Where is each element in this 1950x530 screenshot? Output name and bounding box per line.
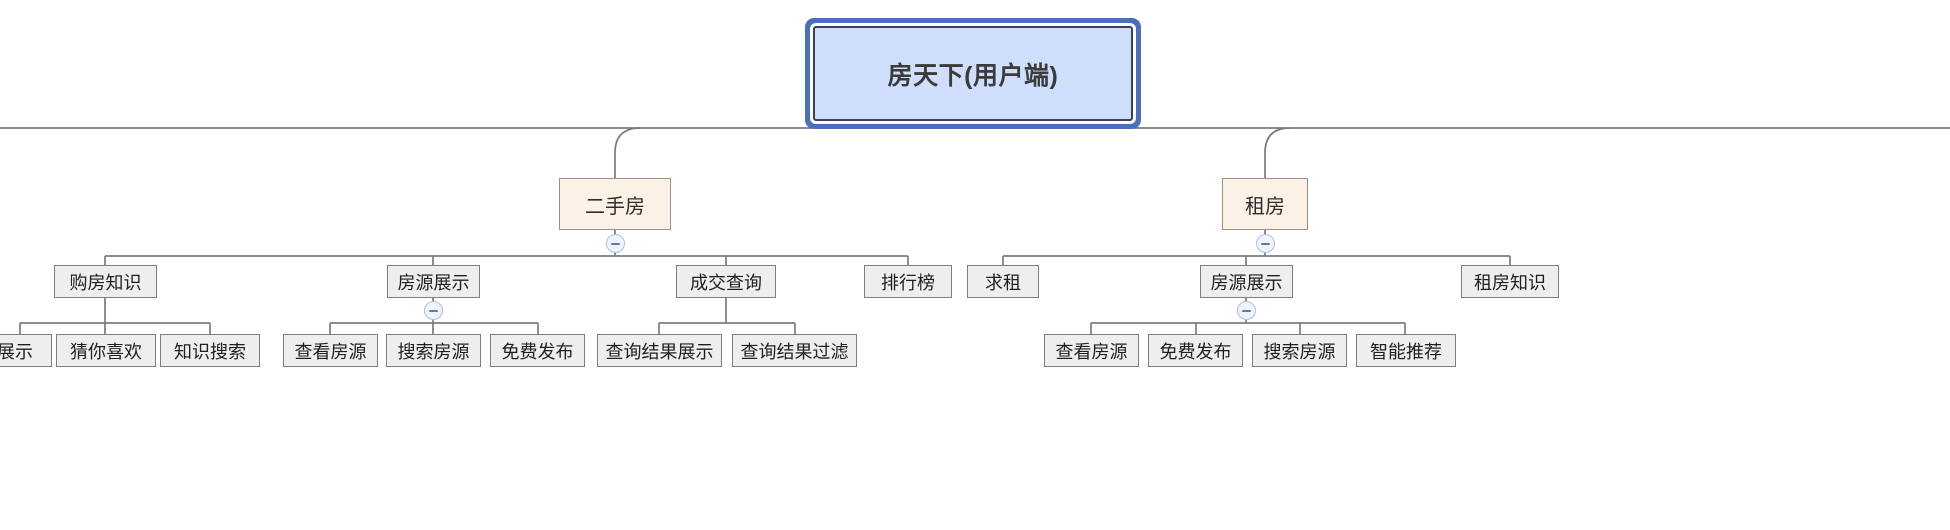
leaf-node-chaxunjieguoguolv[interactable]: 查询结果过滤 (732, 334, 857, 367)
node-goufangzhishi[interactable]: 购房知识 (54, 265, 157, 298)
node-zufangzhishi[interactable]: 租房知识 (1461, 265, 1559, 298)
node-qiuzu-label: 求租 (985, 272, 1021, 293)
collapse-toggle-zufang[interactable] (1256, 234, 1275, 253)
collapse-toggle-ershoufang[interactable] (606, 234, 625, 253)
leaf-node-chakanfangyuan-ershoufang[interactable]: 查看房源 (283, 334, 378, 367)
leaf-node-chaxunjieguozhanshi-label: 查询结果展示 (605, 341, 714, 362)
node-goufangzhishi-label: 购房知识 (69, 272, 142, 293)
leaf-node-sousuofangyuan-ershoufang-label: 搜索房源 (397, 341, 470, 362)
leaf-node-mianfeifabu-ershoufang-label: 免费发布 (501, 341, 574, 362)
leaf-node-sousuofangyuan-zufang[interactable]: 搜索房源 (1252, 334, 1347, 367)
node-zufangzhishi-label: 租房知识 (1474, 272, 1546, 293)
node-chengjiaochaxun[interactable]: 成交查询 (676, 265, 776, 298)
leaf-node-mianfeifabu-zufang[interactable]: 免费发布 (1148, 334, 1243, 367)
leaf-node-sousuofangyuan-ershoufang[interactable]: 搜索房源 (386, 334, 481, 367)
leaf-node-zhinengtuijian[interactable]: 智能推荐 (1356, 334, 1456, 367)
collapse-toggle-fangyuanzhanshi-ershoufang[interactable] (424, 301, 443, 320)
leaf-node-chakanfangyuan-ershoufang-label: 查看房源 (294, 341, 367, 362)
leaf-node-zhinengtuijian-label: 智能推荐 (1370, 341, 1442, 362)
leaf-node-zhishisousuo-label: 知识搜索 (174, 341, 246, 362)
collapse-toggle-fangyuanzhanshi-zufang[interactable] (1237, 301, 1256, 320)
node-paihangbang-label: 排行榜 (881, 272, 935, 293)
node-fangyuanzhanshi-ershoufang[interactable]: 房源展示 (387, 265, 480, 298)
leaf-node-chakanfangyuan-zufang-label: 查看房源 (1055, 341, 1128, 362)
leaf-node-cainixihuan[interactable]: 猜你喜欢 (56, 334, 156, 367)
leaf-node-zhanshi[interactable]: 展示 (0, 334, 52, 367)
branch-node-zufang-label: 租房 (1245, 195, 1285, 218)
branch-node-zufang[interactable]: 租房 (1222, 178, 1308, 230)
node-chengjiaochaxun-label: 成交查询 (690, 272, 762, 293)
node-paihangbang[interactable]: 排行榜 (864, 265, 952, 298)
leaf-node-mianfeifabu-zufang-label: 免费发布 (1159, 341, 1232, 362)
leaf-node-zhishisousuo[interactable]: 知识搜索 (160, 334, 260, 367)
leaf-node-chaxunjieguozhanshi[interactable]: 查询结果展示 (597, 334, 722, 367)
leaf-node-mianfeifabu-ershoufang[interactable]: 免费发布 (490, 334, 585, 367)
node-fangyuanzhanshi-ershoufang-label: 房源展示 (397, 272, 470, 293)
root-node-label: 房天下(用户端) (887, 61, 1059, 90)
root-node[interactable]: 房天下(用户端) (813, 26, 1133, 121)
node-qiuzu[interactable]: 求租 (967, 265, 1039, 298)
leaf-node-cainixihuan-label: 猜你喜欢 (70, 341, 142, 362)
leaf-node-chaxunjieguoguolv-label: 查询结果过滤 (740, 341, 849, 362)
leaf-node-sousuofangyuan-zufang-label: 搜索房源 (1263, 341, 1336, 362)
node-fangyuanzhanshi-zufang[interactable]: 房源展示 (1200, 265, 1293, 298)
leaf-node-zhanshi-label: 展示 (0, 341, 33, 362)
leaf-node-chakanfangyuan-zufang[interactable]: 查看房源 (1044, 334, 1139, 367)
branch-node-ershoufang[interactable]: 二手房 (559, 178, 671, 230)
branch-node-ershoufang-label: 二手房 (585, 195, 645, 218)
node-fangyuanzhanshi-zufang-label: 房源展示 (1210, 272, 1283, 293)
